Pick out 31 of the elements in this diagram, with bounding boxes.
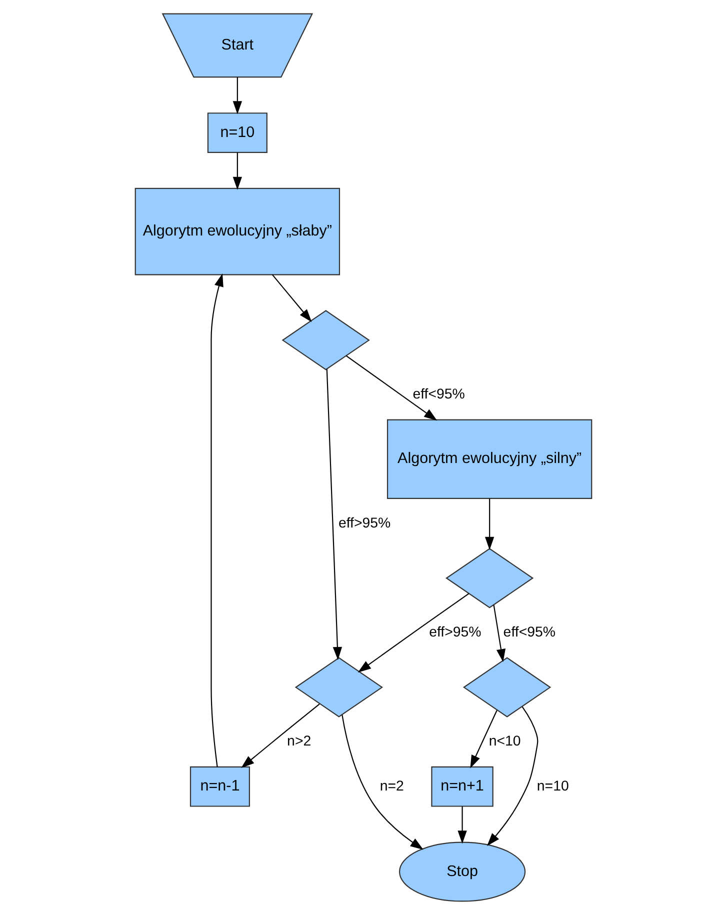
arrow bbox=[345, 354, 437, 420]
node-box: n=10 bbox=[206, 112, 267, 152]
node-box: Algorytm ewolucyjny „słaby” bbox=[134, 187, 340, 275]
node-diamond bbox=[294, 656, 383, 717]
edge-label: eff<95% bbox=[412, 386, 464, 402]
arrow bbox=[357, 592, 469, 672]
node-diamond bbox=[445, 547, 534, 608]
edge-label: n<10 bbox=[488, 733, 520, 750]
edge-label: eff>95% bbox=[338, 514, 390, 531]
node-box: n=n+1 bbox=[430, 766, 493, 806]
arrow bbox=[271, 274, 312, 322]
node-diamond bbox=[462, 656, 551, 717]
arrow bbox=[232, 76, 242, 114]
node-ellipse: Stop bbox=[398, 841, 526, 902]
node-box: Algorytm ewolucyjny „silny” bbox=[386, 418, 592, 498]
edge-label: n>2 bbox=[286, 733, 311, 750]
arrow bbox=[210, 272, 223, 766]
edge-label: n=2 bbox=[379, 778, 404, 794]
arrow bbox=[240, 703, 320, 768]
arrow bbox=[232, 152, 242, 190]
edge-label: eff>95% bbox=[428, 624, 481, 640]
arrow bbox=[486, 706, 538, 846]
arrow bbox=[492, 604, 506, 662]
arrow bbox=[470, 710, 497, 768]
arrow bbox=[341, 714, 423, 850]
arrow bbox=[484, 498, 494, 550]
arrow bbox=[457, 806, 466, 844]
edge-label: eff<95% bbox=[502, 624, 556, 640]
edge-label: n=10 bbox=[536, 778, 568, 794]
arrow bbox=[326, 368, 342, 660]
node-box: n=n-1 bbox=[189, 766, 250, 806]
